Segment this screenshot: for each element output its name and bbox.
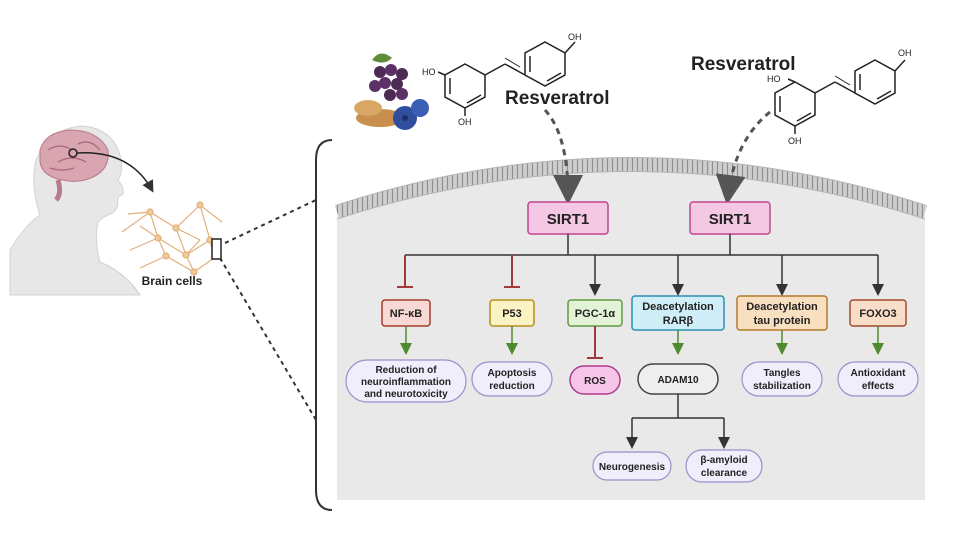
outcome-adam10: ADAM10 <box>637 363 719 395</box>
outcome-tau-line2: stabilization <box>753 381 811 392</box>
oh-bottom-left: OH <box>458 117 472 127</box>
branch-lines <box>405 234 878 256</box>
sirt1-left-label: SIRT1 <box>547 211 590 228</box>
inhibit-nfkb <box>397 255 413 288</box>
resveratrol-structure-left <box>437 41 576 116</box>
outcome-ros: ROS <box>569 365 621 395</box>
activate-arrows <box>589 255 884 296</box>
outcome-foxo3: Antioxidant effects <box>837 361 919 397</box>
zoom-line-bottom <box>219 257 317 421</box>
nfkb-box: NF-κB <box>381 299 431 327</box>
foxo3-label: FOXO3 <box>859 308 896 320</box>
oh-bottom-right: OH <box>788 136 802 146</box>
sirt1-box-left: SIRT1 <box>527 201 609 235</box>
p53-label: P53 <box>502 308 522 320</box>
rarb-label-line1: Deacetylation <box>642 301 714 313</box>
outcome-adam10-label: ADAM10 <box>657 375 699 386</box>
oh-top-right: OH <box>898 48 912 58</box>
zoom-bracket <box>315 139 333 511</box>
tau-label-line2: tau protein <box>754 315 811 327</box>
outcome-amyloid: β-amyloid clearance <box>685 449 763 483</box>
sirt1-right-label: SIRT1 <box>709 211 752 228</box>
outcome-amyloid-line1: β-amyloid <box>700 455 747 466</box>
outcome-tau: Tangles stabilization <box>741 361 823 397</box>
outcome-foxo3-line1: Antioxidant <box>851 368 907 379</box>
tau-label-line1: Deacetylation <box>746 301 818 313</box>
brain-cells-label: Brain cells <box>142 274 203 288</box>
outcome-foxo3-line2: effects <box>862 381 895 392</box>
inhibit-p53 <box>504 255 520 288</box>
outcome-neurogenesis-label: Neurogenesis <box>599 462 666 473</box>
nfkb-label: NF-κB <box>390 308 422 320</box>
pgc1a-box: PGC-1α <box>567 299 623 327</box>
cell-region <box>334 157 928 500</box>
zoom-box <box>211 238 222 260</box>
tau-box: Deacetylation tau protein <box>736 295 828 331</box>
outcome-nfkb-line1: Reduction of <box>375 365 437 376</box>
resveratrol-left-label: Resveratrol <box>505 88 610 109</box>
resveratrol-structure-right <box>774 59 906 134</box>
inhibit-ros <box>587 326 603 359</box>
rarb-label-line2: RARβ <box>663 315 694 327</box>
ho-left: HO <box>422 67 436 77</box>
adam10-branch <box>626 394 730 449</box>
food-illustration <box>354 53 429 130</box>
pgc1a-label: PGC-1α <box>575 308 616 320</box>
rarb-box: Deacetylation RARβ <box>631 295 725 331</box>
dashed-arrow-right <box>715 110 771 205</box>
outcome-nfkb-line2: neuroinflammation <box>361 377 451 388</box>
outcome-nfkb: Reduction of neuroinflammation and neuro… <box>345 359 467 403</box>
outcome-p53-line1: Apoptosis <box>488 368 537 379</box>
outcome-p53-line2: reduction <box>489 381 535 392</box>
oh-top-left: OH <box>568 32 582 42</box>
brain-cells-illustration <box>121 201 223 276</box>
outcome-neurogenesis: Neurogenesis <box>592 451 672 481</box>
green-arrows <box>400 326 884 355</box>
sirt1-box-right: SIRT1 <box>689 201 771 235</box>
outcome-tau-line1: Tangles <box>763 368 800 379</box>
ho-right: HO <box>767 74 781 84</box>
resveratrol-right-label: Resveratrol <box>691 54 796 75</box>
foxo3-box: FOXO3 <box>849 299 907 327</box>
outcome-p53: Apoptosis reduction <box>471 361 553 397</box>
p53-box: P53 <box>489 299 535 327</box>
zoom-line-top <box>224 199 317 244</box>
outcome-ros-label: ROS <box>584 376 606 387</box>
outcome-nfkb-line3: and neurotoxicity <box>364 389 448 400</box>
dashed-arrow-left <box>543 108 583 205</box>
outcome-amyloid-line2: clearance <box>701 468 748 479</box>
head-illustration <box>9 125 154 296</box>
